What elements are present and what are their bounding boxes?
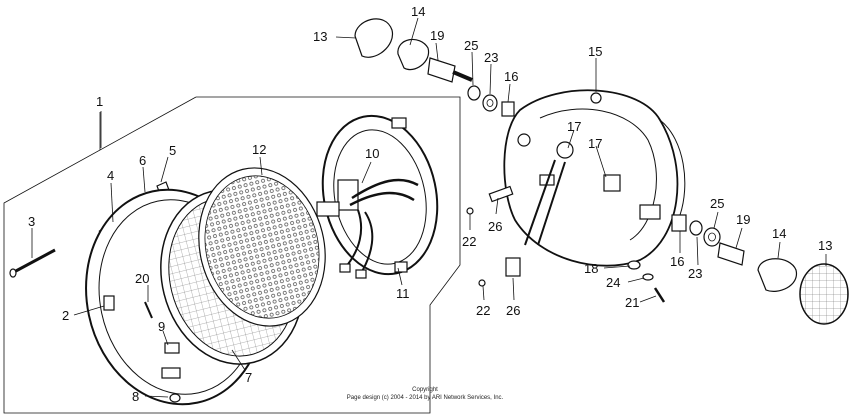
part-label-9: 9 [158,319,165,334]
part-label-19-bottom: 19 [736,212,750,227]
part-label-5: 5 [169,143,176,158]
small-hardware [466,185,666,303]
part-label-24: 24 [606,275,620,290]
part-label-1: 1 [96,94,103,109]
part-label-16-top: 16 [504,69,518,84]
part-label-25-bottom: 25 [710,196,724,211]
part-label-18: 18 [584,261,598,276]
copyright-line-1: Copyright [412,387,438,393]
rim-fasteners [144,301,181,403]
part-label-3: 3 [28,214,35,229]
part-label-13-bottom: 13 [818,238,832,253]
part-label-25-top: 25 [464,38,478,53]
part-label-10: 10 [365,146,379,161]
adjusting-screw [9,248,56,278]
part-label-22-left: 22 [462,234,476,249]
part-label-14-top: 14 [411,4,425,19]
part-label-23-top: 23 [484,50,498,65]
part-label-6: 6 [139,153,146,168]
part-label-26-upper: 26 [488,219,502,234]
mounting-ring [316,114,439,279]
copyright-notice: Copyright Page design (c) 2004 - 2014 by… [347,387,504,401]
assembly-frame [3,96,461,414]
part-label-21: 21 [625,295,639,310]
part-label-14-bottom: 14 [772,226,786,241]
part-label-17b: 17 [588,136,602,151]
part-label-4: 4 [107,168,114,183]
left-turn-signal-parts [354,18,515,117]
part-label-22-right: 22 [476,303,490,318]
part-label-23-bottom: 23 [688,266,702,281]
part-label-26-lower: 26 [506,303,520,318]
copyright-line-2: Page design (c) 2004 - 2014 by ARI Netwo… [347,395,504,401]
part-label-12: 12 [252,142,266,157]
part-label-17a: 17 [567,119,581,134]
part-label-20: 20 [135,271,149,286]
part-label-2: 2 [62,308,69,323]
part-label-16-bottom: 16 [670,254,684,269]
part-number-labels: 1 2 3 4 5 6 7 8 9 10 11 12 13 14 19 25 2… [28,4,832,404]
right-turn-signal-parts [671,214,849,325]
part-label-15: 15 [588,44,602,59]
headlight-case [503,89,686,267]
part-label-7: 7 [245,370,252,385]
part-label-8: 8 [132,389,139,404]
part-label-13-top: 13 [313,29,327,44]
headlight-reflector [198,167,326,327]
part-label-19-top: 19 [430,28,444,43]
part-label-11: 11 [396,286,410,301]
leader-lines [31,17,827,398]
